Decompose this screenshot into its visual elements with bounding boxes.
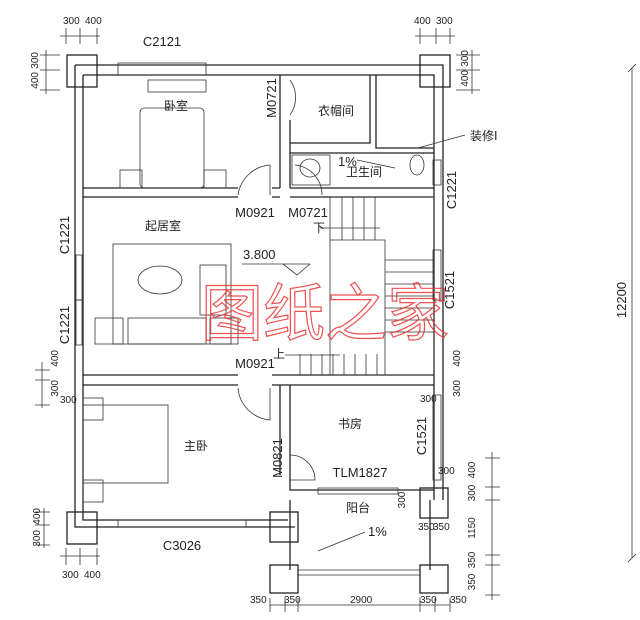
dim-balcony-350-a: 350 xyxy=(467,551,478,568)
door-code-m0821: M0821 xyxy=(270,438,285,478)
dim-left-mid-400: 400 xyxy=(50,350,61,367)
slope-balcony: 1% xyxy=(368,524,387,539)
bathroom-fixtures xyxy=(291,154,425,186)
dim-top-left-400: 400 xyxy=(85,16,102,27)
dim-bottom-left-400: 400 xyxy=(84,570,101,581)
staircase[interactable] xyxy=(285,196,435,376)
dim-study-300-b: 300 xyxy=(438,466,455,477)
door-code-m0921-upper: M0921 xyxy=(235,205,275,220)
dim-balcony-1150: 1150 xyxy=(467,517,478,539)
door-code-m0921-lower: M0921 xyxy=(235,356,275,371)
window-code-c1521-study: C1521 xyxy=(414,417,429,455)
door-code-m0721-bath: M0721 xyxy=(288,205,328,220)
window-code-c2121: C2121 xyxy=(143,34,181,49)
door-code-m0721-top: M0721 xyxy=(264,78,279,118)
room-label-balcony: 阳台 xyxy=(346,500,370,515)
bed-upper xyxy=(119,79,227,189)
dim-balcony-300-door: 300 xyxy=(397,491,408,508)
room-label-master-bedroom: 主卧 xyxy=(184,439,208,453)
watermark: 图纸之家 xyxy=(201,277,449,350)
decoration-note: 装修I xyxy=(470,128,498,143)
dim-balcony-400: 400 xyxy=(467,461,478,478)
dim-balcony-300: 300 xyxy=(467,484,478,501)
stairs-up-label: 上 xyxy=(273,347,285,361)
dim-bottom-left-300: 300 xyxy=(62,570,79,581)
dim-left-top-400: 400 xyxy=(30,72,41,89)
dim-balcony-350-left: 350 xyxy=(418,522,435,533)
window-code-c1221-left-upper: C1221 xyxy=(57,216,72,254)
dim-left-bottom-300: 300 xyxy=(32,530,43,547)
window-code-c1521-right: C1521 xyxy=(442,271,457,309)
dimension-lines xyxy=(35,28,637,612)
dim-top-right-400: 400 xyxy=(414,16,431,27)
dim-left-top-300: 300 xyxy=(30,52,41,69)
dim-right-mid-400: 400 xyxy=(452,350,463,367)
dim-bottom-350-3: 350 xyxy=(420,595,437,606)
dim-right-top-300: 300 xyxy=(460,50,471,67)
door-code-tlm1827: TLM1827 xyxy=(333,465,388,480)
stairs-down-label: 下 xyxy=(313,221,325,235)
room-label-living: 起居室 xyxy=(145,218,181,233)
dim-bottom-2900: 2900 xyxy=(350,595,373,606)
dim-balcony-350-b: 350 xyxy=(467,573,478,590)
dim-balcony-350-right: 350 xyxy=(433,522,450,533)
dim-top-left-300: 300 xyxy=(63,16,80,27)
slope-bathroom: 1% xyxy=(338,154,357,169)
dim-bottom-350-4: 350 xyxy=(450,595,467,606)
room-label-closet: 衣帽间 xyxy=(318,103,354,118)
doors xyxy=(237,79,323,481)
bed-master xyxy=(82,397,169,503)
sofa-set xyxy=(94,243,239,345)
dim-top-right-300: 300 xyxy=(436,16,453,27)
window-code-c1221-bath: C1221 xyxy=(444,171,459,209)
elevation-mark: 3.800 xyxy=(243,247,276,262)
dim-left-study-300: 300 xyxy=(60,395,77,406)
dim-bottom-350-2: 350 xyxy=(284,595,301,606)
dim-overall-height: 12200 xyxy=(614,282,629,318)
room-label-bathroom: 卫生间 xyxy=(346,165,382,179)
dim-right-mid-300: 300 xyxy=(452,380,463,397)
dim-study-300-a: 300 xyxy=(420,394,437,405)
room-label-bedroom: 卧室 xyxy=(164,98,188,113)
window-code-c1221-left-lower: C1221 xyxy=(57,306,72,344)
room-label-study: 书房 xyxy=(338,416,362,431)
dim-right-top-400: 400 xyxy=(460,70,471,87)
windows xyxy=(75,62,442,528)
dim-left-bottom-400: 400 xyxy=(32,508,43,525)
window-code-c3026: C3026 xyxy=(163,538,201,553)
dim-bottom-350-1: 350 xyxy=(250,595,267,606)
dim-left-mid-300: 300 xyxy=(50,380,61,397)
